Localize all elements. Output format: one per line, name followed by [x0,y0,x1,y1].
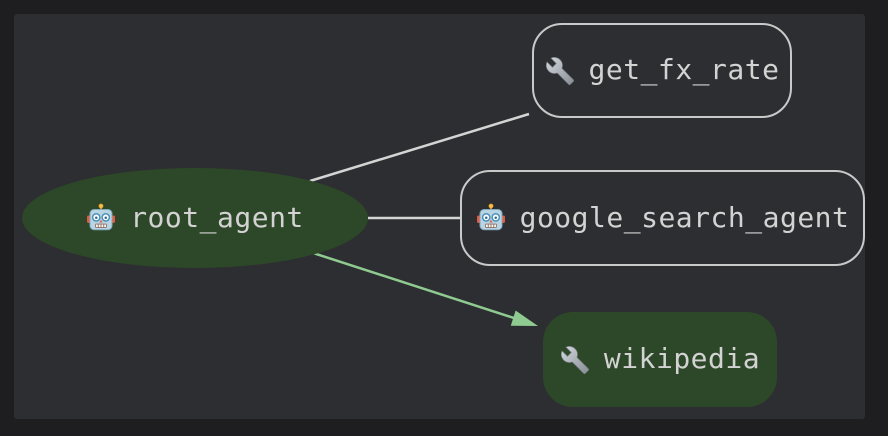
wrench-icon [545,56,575,86]
node-root-agent[interactable]: root_agent [22,168,368,268]
node-label: wikipedia [603,342,761,375]
node-label: root_agent [130,200,304,234]
node-label: get_fx_rate [588,53,780,86]
node-google-search-agent[interactable]: google_search_agent [460,170,865,266]
node-wikipedia[interactable]: wikipedia [543,312,777,407]
node-get-fx-rate[interactable]: get_fx_rate [532,23,792,118]
robot-icon [86,203,116,233]
wrench-icon [560,345,590,375]
node-label: google_search_agent [519,200,850,234]
robot-icon [476,203,506,233]
